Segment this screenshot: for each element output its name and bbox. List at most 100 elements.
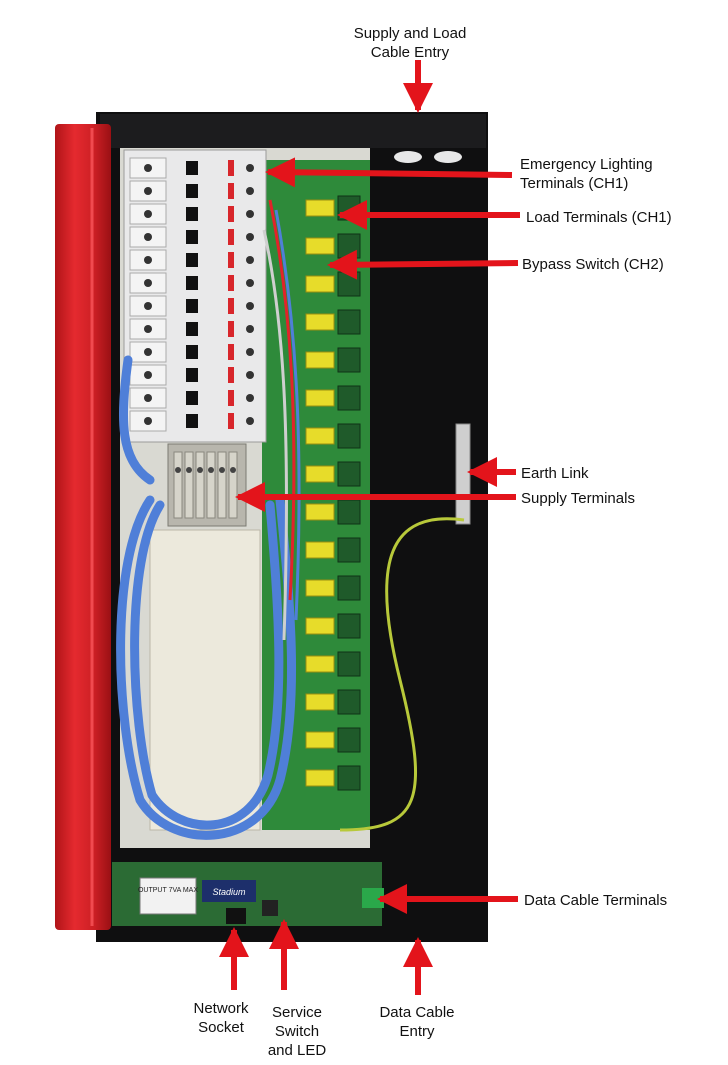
feed-wires bbox=[262, 199, 301, 641]
arrow-emergency-lighting bbox=[265, 157, 513, 188]
relay-coil bbox=[305, 731, 335, 749]
breaker-screw bbox=[246, 279, 254, 287]
breaker-screw bbox=[246, 210, 254, 218]
breaker-screw bbox=[246, 325, 254, 333]
breaker-screw bbox=[246, 256, 254, 264]
output-terminal bbox=[337, 423, 361, 449]
relay-coil bbox=[305, 617, 335, 635]
output-terminal bbox=[337, 347, 361, 373]
breaker-screw bbox=[144, 348, 152, 356]
red-lid bbox=[55, 124, 111, 930]
output-terminal bbox=[337, 689, 361, 715]
terminal-slot bbox=[184, 451, 194, 519]
relay-coil bbox=[305, 503, 335, 521]
earth-wire bbox=[339, 517, 465, 832]
terminal-slot bbox=[217, 451, 227, 519]
output-terminal bbox=[337, 309, 361, 335]
relay-coil bbox=[305, 313, 335, 331]
breaker-screw bbox=[144, 417, 152, 425]
breaker-flag bbox=[228, 321, 234, 337]
breaker-screw bbox=[246, 371, 254, 379]
stadium-module bbox=[202, 880, 256, 902]
breaker-screw bbox=[144, 394, 152, 402]
terminal-screw bbox=[197, 467, 203, 473]
breaker-flag bbox=[228, 413, 234, 429]
output-terminal bbox=[337, 613, 361, 639]
terminal-slot bbox=[173, 451, 183, 519]
breaker-screw bbox=[144, 371, 152, 379]
relay-coil bbox=[305, 199, 335, 217]
arrow-bypass-switch bbox=[327, 249, 519, 280]
transformer bbox=[139, 877, 197, 915]
service-switch-body bbox=[262, 900, 278, 916]
breaker-screw bbox=[144, 187, 152, 195]
breaker-flag bbox=[228, 160, 234, 176]
breaker-flag bbox=[228, 344, 234, 360]
breaker-screw bbox=[246, 417, 254, 425]
breaker-toggle bbox=[186, 207, 198, 221]
relay-coil bbox=[305, 351, 335, 369]
breaker-toggle bbox=[186, 230, 198, 244]
output-terminal bbox=[337, 651, 361, 677]
breaker-toggle bbox=[186, 345, 198, 359]
breaker-toggle bbox=[186, 391, 198, 405]
relay-coil bbox=[305, 655, 335, 673]
label-supply-terminals: Supply Terminals bbox=[521, 490, 635, 507]
terminal-slot bbox=[195, 451, 205, 519]
top-knockout bbox=[394, 151, 422, 163]
relay-coil bbox=[305, 769, 335, 787]
terminal-screw bbox=[186, 467, 192, 473]
breaker-screw bbox=[246, 233, 254, 241]
breaker-flag bbox=[228, 298, 234, 314]
breaker-screw bbox=[144, 302, 152, 310]
breaker-flag bbox=[228, 367, 234, 383]
breaker-flag bbox=[228, 206, 234, 222]
terminal-screw bbox=[175, 467, 181, 473]
breaker-modules bbox=[129, 157, 254, 432]
label-bypass-switch: Bypass Switch (CH2) bbox=[522, 256, 664, 273]
breaker-flag bbox=[228, 229, 234, 245]
breaker-toggle bbox=[186, 184, 198, 198]
terminal-screw bbox=[230, 467, 236, 473]
relay-coil bbox=[305, 579, 335, 597]
breaker-screw bbox=[246, 187, 254, 195]
terminal-screw bbox=[219, 467, 225, 473]
breaker-flag bbox=[228, 252, 234, 268]
breaker-flag bbox=[228, 390, 234, 406]
relay-coil bbox=[305, 465, 335, 483]
label-data-cable-terminals: Data Cable Terminals bbox=[524, 892, 668, 909]
breaker-screw bbox=[144, 256, 152, 264]
breaker-screw bbox=[144, 233, 152, 241]
relay-coil bbox=[305, 541, 335, 559]
breaker-toggle bbox=[186, 322, 198, 336]
relay-coil bbox=[305, 275, 335, 293]
module-brand: Stadium bbox=[212, 887, 246, 897]
breaker-toggle bbox=[186, 299, 198, 313]
cable-tray bbox=[149, 529, 261, 831]
breaker-screw bbox=[144, 210, 152, 218]
breaker-toggle bbox=[186, 253, 198, 267]
breaker-screw bbox=[246, 394, 254, 402]
top-knockout bbox=[434, 151, 462, 163]
output-terminal bbox=[337, 575, 361, 601]
output-terminal bbox=[337, 461, 361, 487]
breaker-flag bbox=[228, 275, 234, 291]
transformer-label: OUTPUT 7VA MAX bbox=[138, 887, 198, 894]
output-terminal bbox=[337, 537, 361, 563]
relay-coil bbox=[305, 693, 335, 711]
network-socket-port bbox=[226, 908, 246, 924]
breaker-screw bbox=[246, 348, 254, 356]
output-terminal bbox=[337, 765, 361, 791]
breaker-toggle bbox=[186, 161, 198, 175]
breaker-screw bbox=[144, 279, 152, 287]
enclosure-top-rim bbox=[100, 114, 486, 148]
breaker-screw bbox=[144, 325, 152, 333]
breaker-toggle bbox=[186, 368, 198, 382]
relay-coil bbox=[305, 427, 335, 445]
